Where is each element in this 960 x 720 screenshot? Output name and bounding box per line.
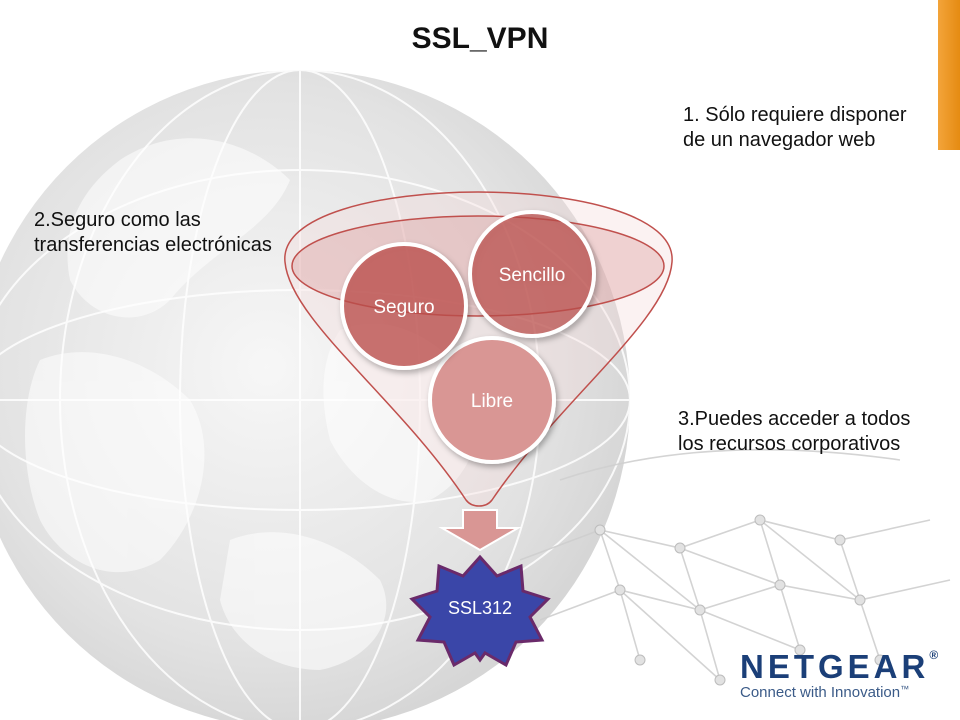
brand-name: NETGEAR bbox=[740, 648, 930, 685]
star-badge-icon: SSL312 bbox=[409, 554, 551, 668]
note-secure: 2.Seguro como las transferencias electró… bbox=[34, 209, 272, 256]
accent-bar bbox=[938, 0, 960, 150]
brand-trademark: ™ bbox=[900, 684, 910, 694]
bubble-seguro: Seguro bbox=[340, 242, 468, 370]
note-browser-only: 1. Sólo requiere disponer de un navegado… bbox=[683, 104, 907, 151]
bubble-sencillo-label: Sencillo bbox=[499, 265, 566, 286]
bubble-libre: Libre bbox=[428, 336, 556, 464]
bubble-seguro-label: Seguro bbox=[373, 297, 434, 318]
slide-title: SSL_VPN bbox=[411, 22, 549, 55]
note-access-resources: 3.Puedes acceder a todos los recursos co… bbox=[678, 408, 911, 455]
bubble-libre-label: Libre bbox=[471, 391, 513, 412]
down-arrow-icon bbox=[438, 509, 522, 552]
device-badge bbox=[409, 554, 551, 668]
brand-registered-mark: ® bbox=[929, 648, 939, 662]
device-label: SSL312 bbox=[448, 598, 512, 618]
bubble-sencillo: Sencillo bbox=[468, 210, 596, 338]
brand-logo: NETGEAR® Connect with Innovation™ bbox=[740, 648, 940, 701]
brand-tagline: Connect with Innovation bbox=[740, 684, 901, 701]
